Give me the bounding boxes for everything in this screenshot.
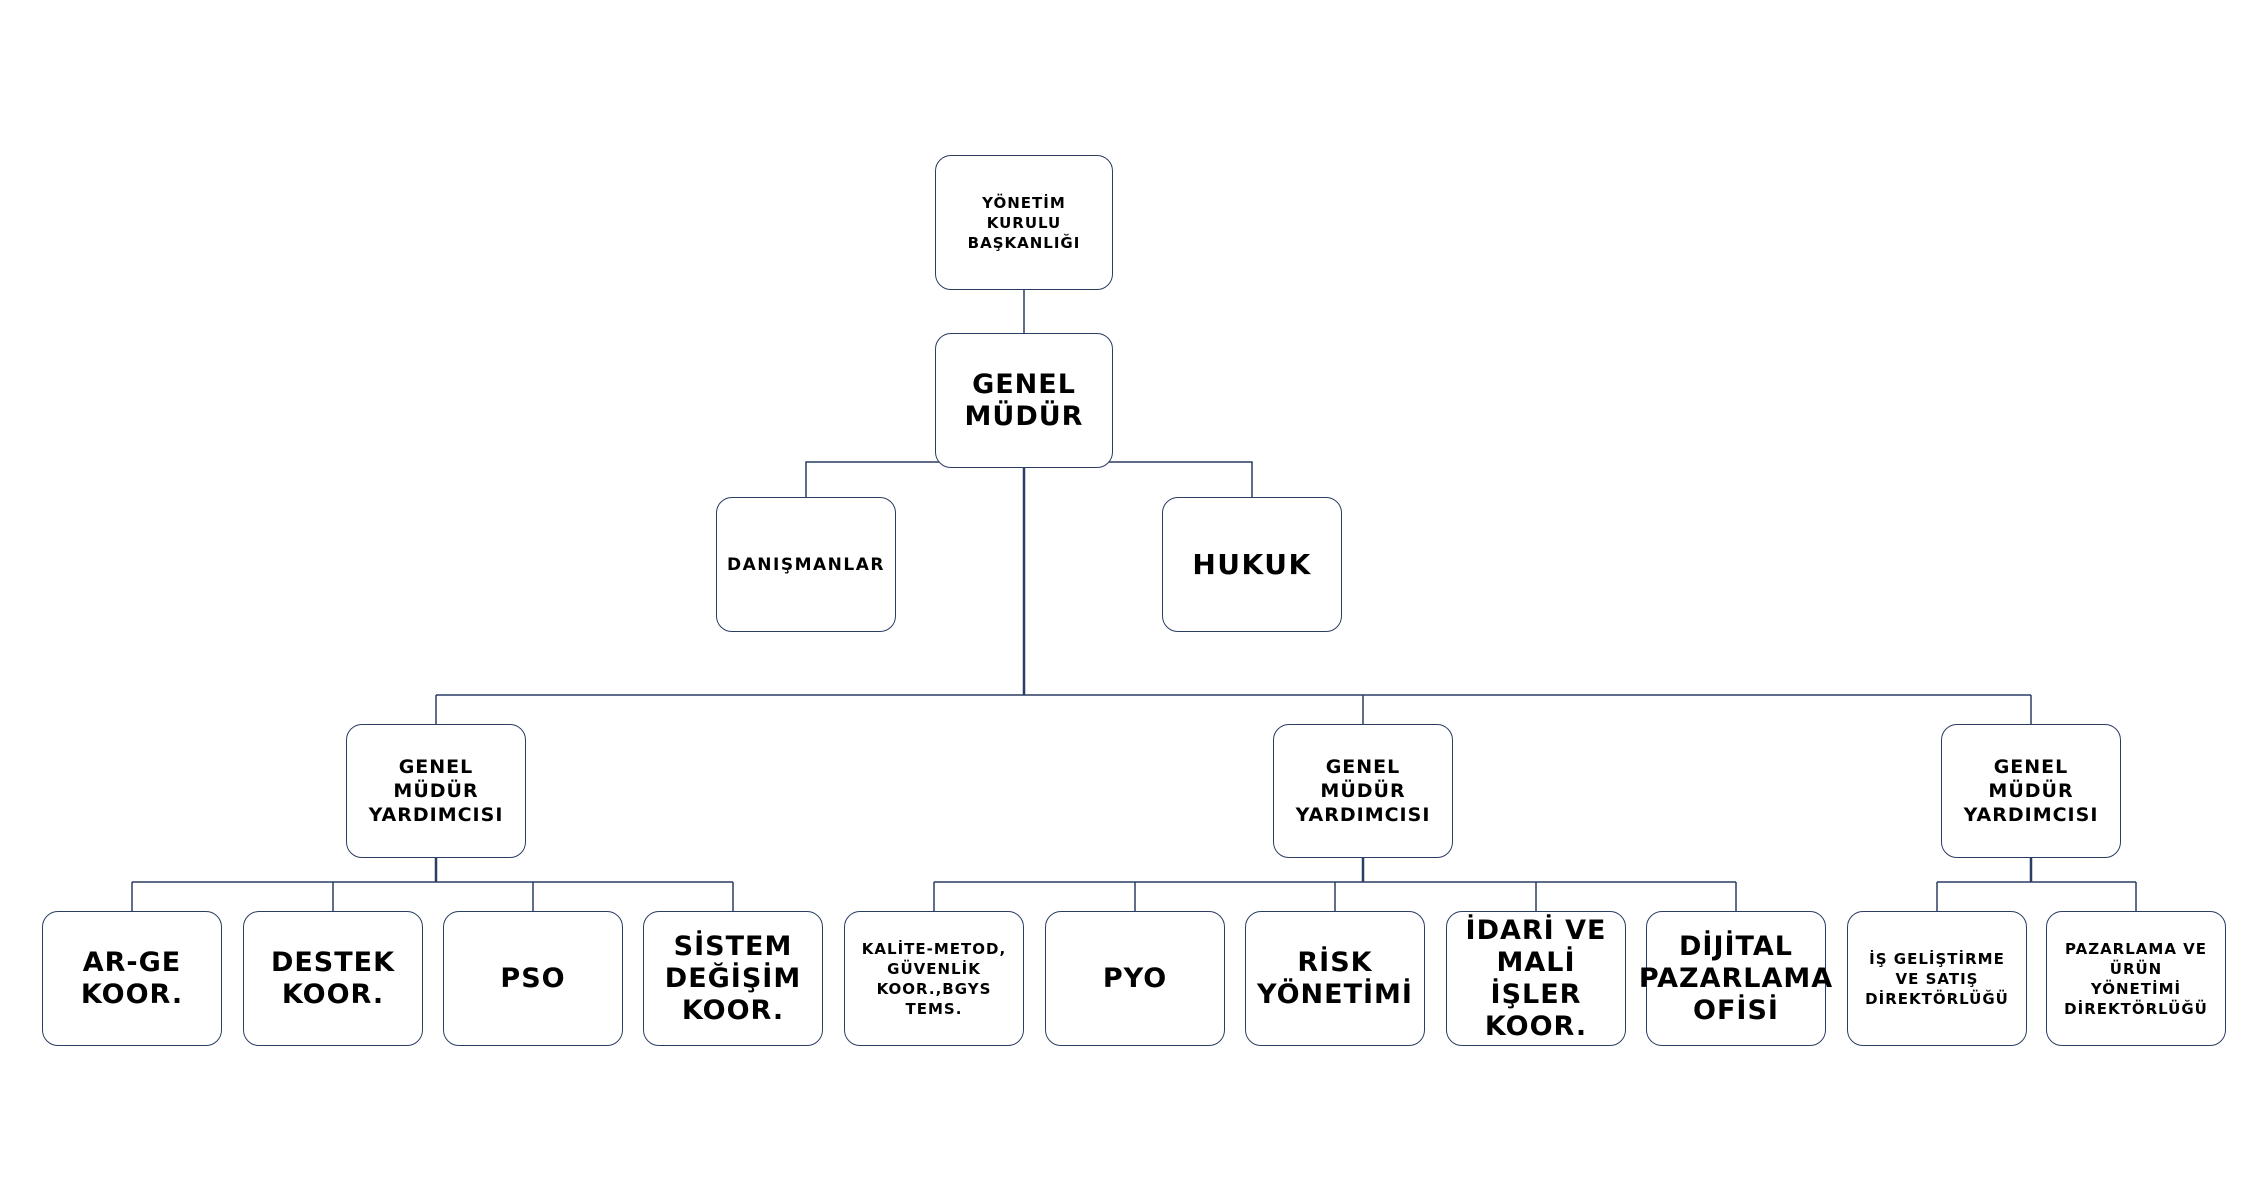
node-label: GENEL MÜDÜR	[964, 368, 1084, 432]
node-danismanlar: DANIŞMANLAR	[716, 497, 896, 632]
node-label: PSO	[500, 962, 566, 994]
node-pso: PSO	[443, 911, 623, 1046]
node-label: GENEL MÜDÜR YARDIMCISI	[1963, 756, 2099, 826]
node-destek: DESTEK KOOR.	[243, 911, 423, 1046]
node-label: PAZARLAMA VE ÜRÜN YÖNETİMİ DİREKTÖRLÜĞÜ	[2064, 939, 2208, 1018]
node-label: DESTEK KOOR.	[270, 946, 396, 1010]
node-arge: AR-GE KOOR.	[42, 911, 222, 1046]
node-label: YÖNETİM KURULU BAŞKANLIĞI	[967, 193, 1081, 252]
node-label: DİJİTAL PAZARLAMA OFİSİ	[1638, 930, 1834, 1026]
node-label: PYO	[1102, 962, 1168, 994]
node-label: GENEL MÜDÜR YARDIMCISI	[368, 756, 504, 826]
node-dijital: DİJİTAL PAZARLAMA OFİSİ	[1639, 911, 1832, 1046]
node-label: KALİTE-METOD, GÜVENLİK KOOR.,BGYS TEMS.	[861, 939, 1007, 1018]
node-label: GENEL MÜDÜR YARDIMCISI	[1295, 756, 1431, 826]
node-label: İDARİ VE MALİ İŞLER KOOR.	[1465, 914, 1607, 1042]
node-gmy-2: GENEL MÜDÜR YARDIMCISI	[1273, 724, 1453, 858]
node-label: DANIŞMANLAR	[727, 554, 885, 575]
node-genel-mudur: GENEL MÜDÜR	[935, 333, 1113, 468]
node-label: SİSTEM DEĞİŞİM KOOR.	[664, 930, 802, 1026]
node-label: İŞ GELİŞTİRME VE SATIŞ DİREKTÖRLÜĞÜ	[1865, 949, 2009, 1008]
node-label: AR-GE KOOR.	[80, 946, 184, 1010]
node-label: HUKUK	[1192, 547, 1312, 581]
node-pazarlama: PAZARLAMA VE ÜRÜN YÖNETİMİ DİREKTÖRLÜĞÜ	[2046, 911, 2226, 1046]
node-label: RİSK YÖNETİMİ	[1257, 946, 1413, 1010]
node-yonetim-kurulu: YÖNETİM KURULU BAŞKANLIĞI	[935, 155, 1113, 290]
node-kalite: KALİTE-METOD, GÜVENLİK KOOR.,BGYS TEMS.	[844, 911, 1024, 1046]
node-risk: RİSK YÖNETİMİ	[1245, 911, 1425, 1046]
node-hukuk: HUKUK	[1162, 497, 1342, 632]
node-is-gelistirme: İŞ GELİŞTİRME VE SATIŞ DİREKTÖRLÜĞÜ	[1847, 911, 2027, 1046]
node-pyo: PYO	[1045, 911, 1225, 1046]
node-gmy-1: GENEL MÜDÜR YARDIMCISI	[346, 724, 526, 858]
node-idari: İDARİ VE MALİ İŞLER KOOR.	[1446, 911, 1626, 1046]
node-gmy-3: GENEL MÜDÜR YARDIMCISI	[1941, 724, 2121, 858]
node-sistem: SİSTEM DEĞİŞİM KOOR.	[643, 911, 823, 1046]
